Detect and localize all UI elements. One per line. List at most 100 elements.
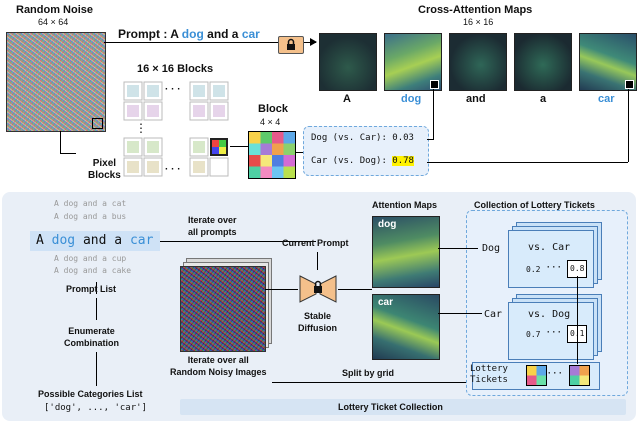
- cross-attention-size: 16 × 16: [463, 17, 494, 27]
- pixel-blocks-label: Pixel Blocks: [88, 158, 121, 181]
- maps-to-dog-line: [438, 248, 478, 249]
- score-car-label: Car (vs. Dog):: [311, 156, 387, 166]
- lottery-ticket-1: [526, 365, 547, 386]
- attention-maps-title: Attention Maps: [372, 200, 437, 210]
- token-and: and: [466, 93, 486, 105]
- attention-map-a: [319, 33, 377, 91]
- cp-a: A: [36, 233, 44, 248]
- dog-map-marker: [430, 80, 439, 89]
- blocks-hdots-1: · · ·: [165, 84, 181, 95]
- split-line: [272, 382, 466, 383]
- prompt-list-label: Prompt List: [66, 284, 117, 294]
- cp-and-a: and a: [82, 233, 123, 248]
- blocks-title: 16 × 16 Blocks: [137, 63, 214, 75]
- block-to-score-line: [295, 152, 303, 153]
- random-noise-image: [6, 32, 106, 132]
- prompt-mid: and a: [207, 27, 239, 41]
- score-car: Car (vs. Dog): 0.78: [311, 156, 414, 166]
- blocks-hdots-2: · · ·: [165, 164, 181, 175]
- car-dots: · · ·: [547, 327, 561, 337]
- block-4x4: [248, 131, 296, 179]
- prompt-list-item-4: A dog and a cup: [54, 254, 127, 263]
- car-vs-label: vs. Dog: [528, 309, 571, 320]
- token-a: A: [343, 93, 351, 105]
- lottery-dots: · · ·: [548, 368, 562, 378]
- dog-map-line-v: [433, 89, 434, 139]
- prompt-arrow-head: [310, 38, 317, 46]
- prompt-to-sd-line: [160, 241, 316, 242]
- pixel-block-marker: [92, 118, 103, 129]
- block-title: Block: [258, 103, 288, 115]
- footer-bar: [180, 399, 626, 415]
- car-map-line-v: [628, 89, 629, 162]
- bottom-map-car-label: car: [378, 297, 394, 308]
- prompt-line: [104, 42, 316, 43]
- attention-map-and: [449, 33, 507, 91]
- prompt-list-item-1: A dog and a cat: [54, 199, 127, 208]
- stable-diffusion-label: Stable Diffusion: [298, 311, 337, 333]
- random-noise-size: 64 × 64: [38, 17, 69, 27]
- dog-val-2: 0.8: [570, 264, 585, 273]
- prompt-word-dog: dog: [181, 27, 204, 41]
- current-prompt-label: Current Prompt: [282, 238, 349, 248]
- iterate-images-label: Iterate over all Random Noisy Images: [170, 355, 267, 377]
- car-map-line-h: [427, 162, 628, 163]
- arrow-noise-right: [60, 153, 76, 154]
- attention-map-a2: [514, 33, 572, 91]
- bottom-map-dog-label: dog: [378, 219, 397, 230]
- score-car-value: 0.78: [392, 156, 414, 166]
- blocks-vdots: ⋮: [135, 121, 147, 135]
- footer-label: Lottery Ticket Collection: [338, 402, 443, 412]
- blocks-grid: [122, 80, 234, 180]
- score-dog: Dog (vs. Car): 0.03: [311, 133, 414, 143]
- categories-list: ['dog', ..., 'car']: [44, 403, 147, 413]
- arrow-noise-down: [60, 131, 61, 153]
- dog-vs-label: vs. Car: [528, 242, 571, 253]
- noise-to-sd-line: [265, 289, 298, 290]
- dog-dots: · · ·: [547, 262, 561, 272]
- prompt-text: Prompt : A dog and a car: [118, 27, 260, 41]
- prompt-prefix: Prompt : A: [118, 27, 179, 41]
- stable-diffusion-icon: [298, 274, 338, 304]
- noisy-image-front: [180, 266, 266, 352]
- lock-icon: [278, 36, 304, 54]
- car-map-marker: [625, 80, 634, 89]
- car-row-label: Car: [484, 309, 503, 320]
- grid-to-block-line: [230, 146, 248, 147]
- arrow-to-sd: [317, 252, 318, 270]
- bottom-map-dog: [372, 216, 440, 288]
- cp-car: car: [129, 233, 154, 248]
- token-dog: dog: [401, 93, 422, 105]
- ticket-connector-v: [577, 276, 578, 364]
- maps-to-car-line: [438, 313, 482, 314]
- iterate-prompts-label: Iterate over all prompts: [188, 215, 237, 237]
- cp-dog: dog: [51, 233, 76, 248]
- cross-attention-title: Cross-Attention Maps: [418, 4, 533, 16]
- token-a2: a: [540, 93, 547, 105]
- dog-card: [508, 230, 594, 288]
- block-size: 4 × 4: [260, 117, 281, 127]
- token-car: car: [598, 93, 615, 105]
- prompt-list-item-5: A dog and a cake: [54, 266, 132, 275]
- current-prompt-text: A dog and a car: [36, 233, 153, 248]
- collection-title: Collection of Lottery Tickets: [472, 200, 597, 210]
- prompt-word-car: car: [241, 27, 260, 41]
- prompt-list-item-2: A dog and a bus: [54, 212, 127, 221]
- arrow-up-3: [96, 352, 97, 386]
- arrow-up-2: [96, 298, 97, 320]
- dog-row-label: Dog: [482, 243, 501, 254]
- random-noise-title: Random Noise: [16, 4, 94, 16]
- dog-map-line-h: [427, 139, 434, 140]
- enumerate-label: Enumerate Combination: [64, 326, 119, 348]
- bottom-map-car: [372, 294, 440, 360]
- sd-to-maps-line: [338, 289, 372, 290]
- dog-val-1: 0.2: [526, 265, 541, 274]
- car-val-1: 0.7: [526, 330, 541, 339]
- split-by-grid-label: Split by grid: [342, 368, 395, 378]
- possible-categories-label: Possible Categories List: [38, 389, 143, 399]
- arrow-up-1: [96, 282, 97, 294]
- lottery-tickets-label: Lottery Tickets: [470, 364, 508, 385]
- score-box: [303, 126, 429, 176]
- score-dog-value: 0.03: [392, 133, 414, 143]
- score-dog-label: Dog (vs. Car):: [311, 133, 387, 143]
